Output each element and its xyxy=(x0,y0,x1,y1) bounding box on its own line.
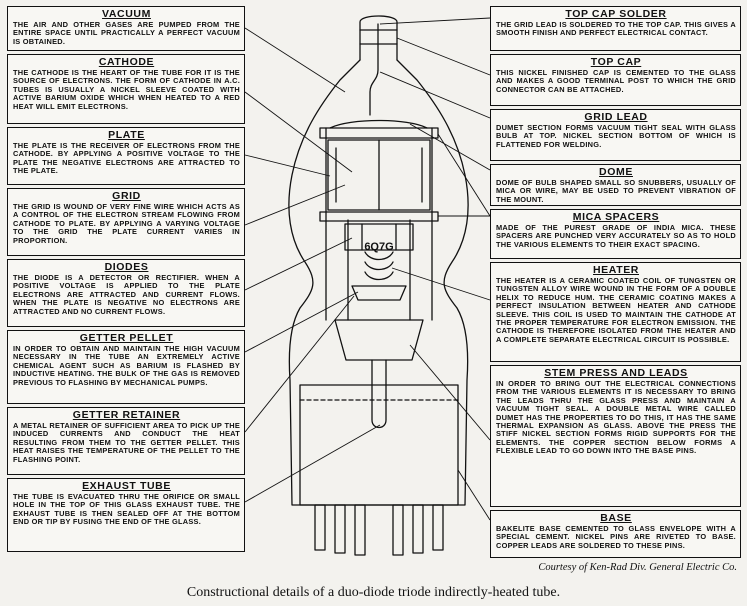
callout-title: DIODES xyxy=(104,261,149,273)
callout-top-cap: TOP CAP THIS NICKEL FINISHED CAP IS CEME… xyxy=(490,54,741,106)
tube-type-label: 6Q7G xyxy=(364,241,393,253)
callout-text: THE AIR AND OTHER GASES ARE PUMPED FROM … xyxy=(13,20,240,46)
callout-text: BAKELITE BASE CEMENTED TO GLASS ENVELOPE… xyxy=(496,524,736,550)
callout-text: THE HEATER IS A CERAMIC COATED COIL OF T… xyxy=(496,276,736,344)
callout-text: DUMET SECTION FORMS VACUUM TIGHT SEAL WI… xyxy=(496,123,736,149)
getter-retainer xyxy=(351,285,407,301)
callout-text: THE DIODE IS A DETECTOR OR RECTIFIER. WH… xyxy=(13,273,240,316)
callout-getter-pellet: GETTER PELLET IN ORDER TO OBTAIN AND MAI… xyxy=(7,330,245,404)
heater-coil xyxy=(364,251,394,281)
callout-title: STEM PRESS AND LEADS xyxy=(544,367,688,379)
callout-text: IN ORDER TO BRING OUT THE ELECTRICAL CON… xyxy=(496,379,736,456)
callout-base: BASE BAKELITE BASE CEMENTED TO GLASS ENV… xyxy=(490,510,741,558)
diode-plates xyxy=(344,223,414,251)
grid-lead-wire xyxy=(369,23,379,116)
callout-title: PLATE xyxy=(108,129,145,141)
callout-title: HEATER xyxy=(593,264,639,276)
callout-text: THE CATHODE IS THE HEART OF THE TUBE FOR… xyxy=(13,68,240,111)
callout-cathode: CATHODE THE CATHODE IS THE HEART OF THE … xyxy=(7,54,245,124)
callout-text: THIS NICKEL FINISHED CAP IS CEMENTED TO … xyxy=(496,68,736,94)
callout-text: THE GRID IS WOUND OF VERY FINE WIRE WHIC… xyxy=(13,202,240,245)
courtesy-credit: Courtesy of Ken-Rad Div. General Electri… xyxy=(538,562,737,573)
callout-title: GETTER RETAINER xyxy=(72,409,181,421)
callout-text: A METAL RETAINER OF SUFFICIENT AREA TO P… xyxy=(13,421,240,464)
top-cap xyxy=(359,15,398,61)
callout-text: MADE OF THE PUREST GRADE OF INDIA MICA. … xyxy=(496,223,736,249)
stem-press xyxy=(334,319,424,361)
callout-exhaust-tube: EXHAUST TUBE THE TUBE IS EVACUATED THRU … xyxy=(7,478,245,552)
callout-text: IN ORDER TO OBTAIN AND MAINTAIN THE HIGH… xyxy=(13,344,240,387)
callout-text: THE PLATE IS THE RECEIVER OF ELECTRONS F… xyxy=(13,141,240,176)
callout-heater: HEATER THE HEATER IS A CERAMIC COATED CO… xyxy=(490,262,741,362)
callout-title: EXHAUST TUBE xyxy=(82,480,171,492)
callout-plate: PLATE THE PLATE IS THE RECEIVER OF ELECT… xyxy=(7,127,245,185)
callout-stem-press-and-leads: STEM PRESS AND LEADS IN ORDER TO BRING O… xyxy=(490,365,741,507)
callout-title: GRID LEAD xyxy=(584,111,648,123)
callout-title: GRID xyxy=(112,190,141,202)
callout-text: THE TUBE IS EVACUATED THRU THE ORIFICE O… xyxy=(13,492,240,527)
callout-title: GETTER PELLET xyxy=(79,332,174,344)
callout-title: MICA SPACERS xyxy=(572,211,660,223)
callout-text: THE GRID LEAD IS SOLDERED TO THE TOP CAP… xyxy=(496,20,736,38)
callout-text: DOME OF BULB SHAPED SMALL SO SNUBBERS, U… xyxy=(496,178,736,204)
callout-diodes: DIODES THE DIODE IS A DETECTOR OR RECTIF… xyxy=(7,259,245,327)
callout-title: BASE xyxy=(600,512,632,524)
callout-top-cap-solder: TOP CAP SOLDER THE GRID LEAD IS SOLDERED… xyxy=(490,6,741,51)
upper-mica-spacer xyxy=(319,127,439,139)
callout-title: TOP CAP SOLDER xyxy=(565,8,667,20)
callout-dome: DOME DOME OF BULB SHAPED SMALL SO SNUBBE… xyxy=(490,164,741,206)
figure-caption: Constructional details of a duo-diode tr… xyxy=(186,585,561,600)
callout-grid-lead: GRID LEAD DUMET SECTION FORMS VACUUM TIG… xyxy=(490,109,741,161)
callout-title: TOP CAP xyxy=(590,56,642,68)
bakelite-base xyxy=(299,384,459,506)
callout-title: CATHODE xyxy=(98,56,155,68)
callout-getter-retainer: GETTER RETAINER A METAL RETAINER OF SUFF… xyxy=(7,407,245,475)
callout-title: VACUUM xyxy=(102,8,151,20)
callout-mica-spacers: MICA SPACERS MADE OF THE PUREST GRADE OF… xyxy=(490,209,741,259)
lower-mica-spacer xyxy=(319,211,439,222)
callout-grid: GRID THE GRID IS WOUND OF VERY FINE WIRE… xyxy=(7,188,245,256)
base-pins xyxy=(314,504,444,556)
callout-title: DOME xyxy=(599,166,633,178)
exhaust-tube xyxy=(371,359,387,429)
glass-bulb xyxy=(288,59,469,506)
callout-vacuum: VACUUM THE AIR AND OTHER GASES ARE PUMPE… xyxy=(7,6,245,51)
